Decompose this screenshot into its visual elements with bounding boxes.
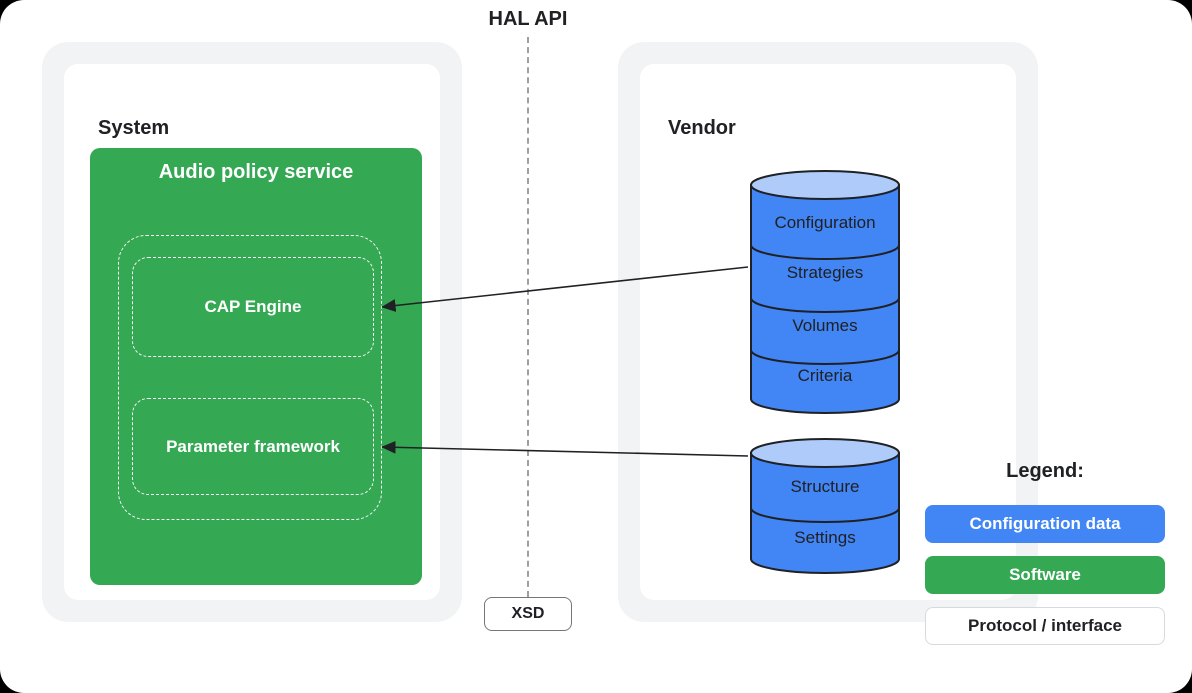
db-segment-label: Settings (794, 528, 855, 547)
cylinder-top-ellipse (750, 170, 900, 200)
cylinder-top-ellipse (750, 438, 900, 468)
cylinder-divider (750, 297, 900, 313)
cap-engine-label: CAP Engine (204, 297, 302, 316)
legend-item-label: Software (1009, 565, 1081, 584)
db-segment-label: Volumes (792, 316, 857, 335)
db-segment-label: Configuration (774, 213, 875, 232)
db-segment-label: Criteria (798, 366, 853, 385)
audio-policy-service-title: Audio policy service (158, 161, 354, 183)
legend-item-configuration-data: Configuration data (925, 505, 1165, 543)
xsd-box: XSD (484, 597, 572, 631)
xsd-label: XSD (511, 605, 545, 622)
cylinder-body (750, 184, 900, 414)
legend-item-label: Configuration data (969, 514, 1121, 533)
parameter-framework-label: Parameter framework (166, 436, 340, 456)
settings-database-cylinder: Structure Settings (750, 438, 900, 574)
cap-engine-box: CAP Engine (132, 257, 374, 357)
hal-api-label: HAL API (488, 8, 568, 30)
legend-item-protocol-interface: Protocol / interface (925, 607, 1165, 645)
policy-modules-group-outline (118, 235, 382, 520)
cylinder-divider (750, 244, 900, 260)
cylinder-body (750, 452, 900, 574)
audio-policy-service-box: Audio policy service CAP Engine Paramete… (90, 148, 422, 585)
db-segment-label: Strategies (787, 263, 864, 282)
cylinder-divider (750, 507, 900, 523)
system-label: System (98, 117, 170, 139)
system-panel: System Audio policy service CAP Engine P… (42, 42, 462, 622)
cylinder-divider (750, 349, 900, 365)
legend-item-software: Software (925, 556, 1165, 594)
hal-api-divider-line (527, 37, 529, 597)
legend-title: Legend: (1006, 460, 1084, 482)
legend-item-label: Protocol / interface (968, 616, 1122, 635)
db-segment-label: Structure (791, 477, 860, 496)
configuration-database-cylinder: Configuration Strategies Volumes Criteri… (750, 170, 900, 414)
parameter-framework-box: Parameter framework (132, 398, 374, 495)
vendor-label: Vendor (668, 117, 736, 139)
